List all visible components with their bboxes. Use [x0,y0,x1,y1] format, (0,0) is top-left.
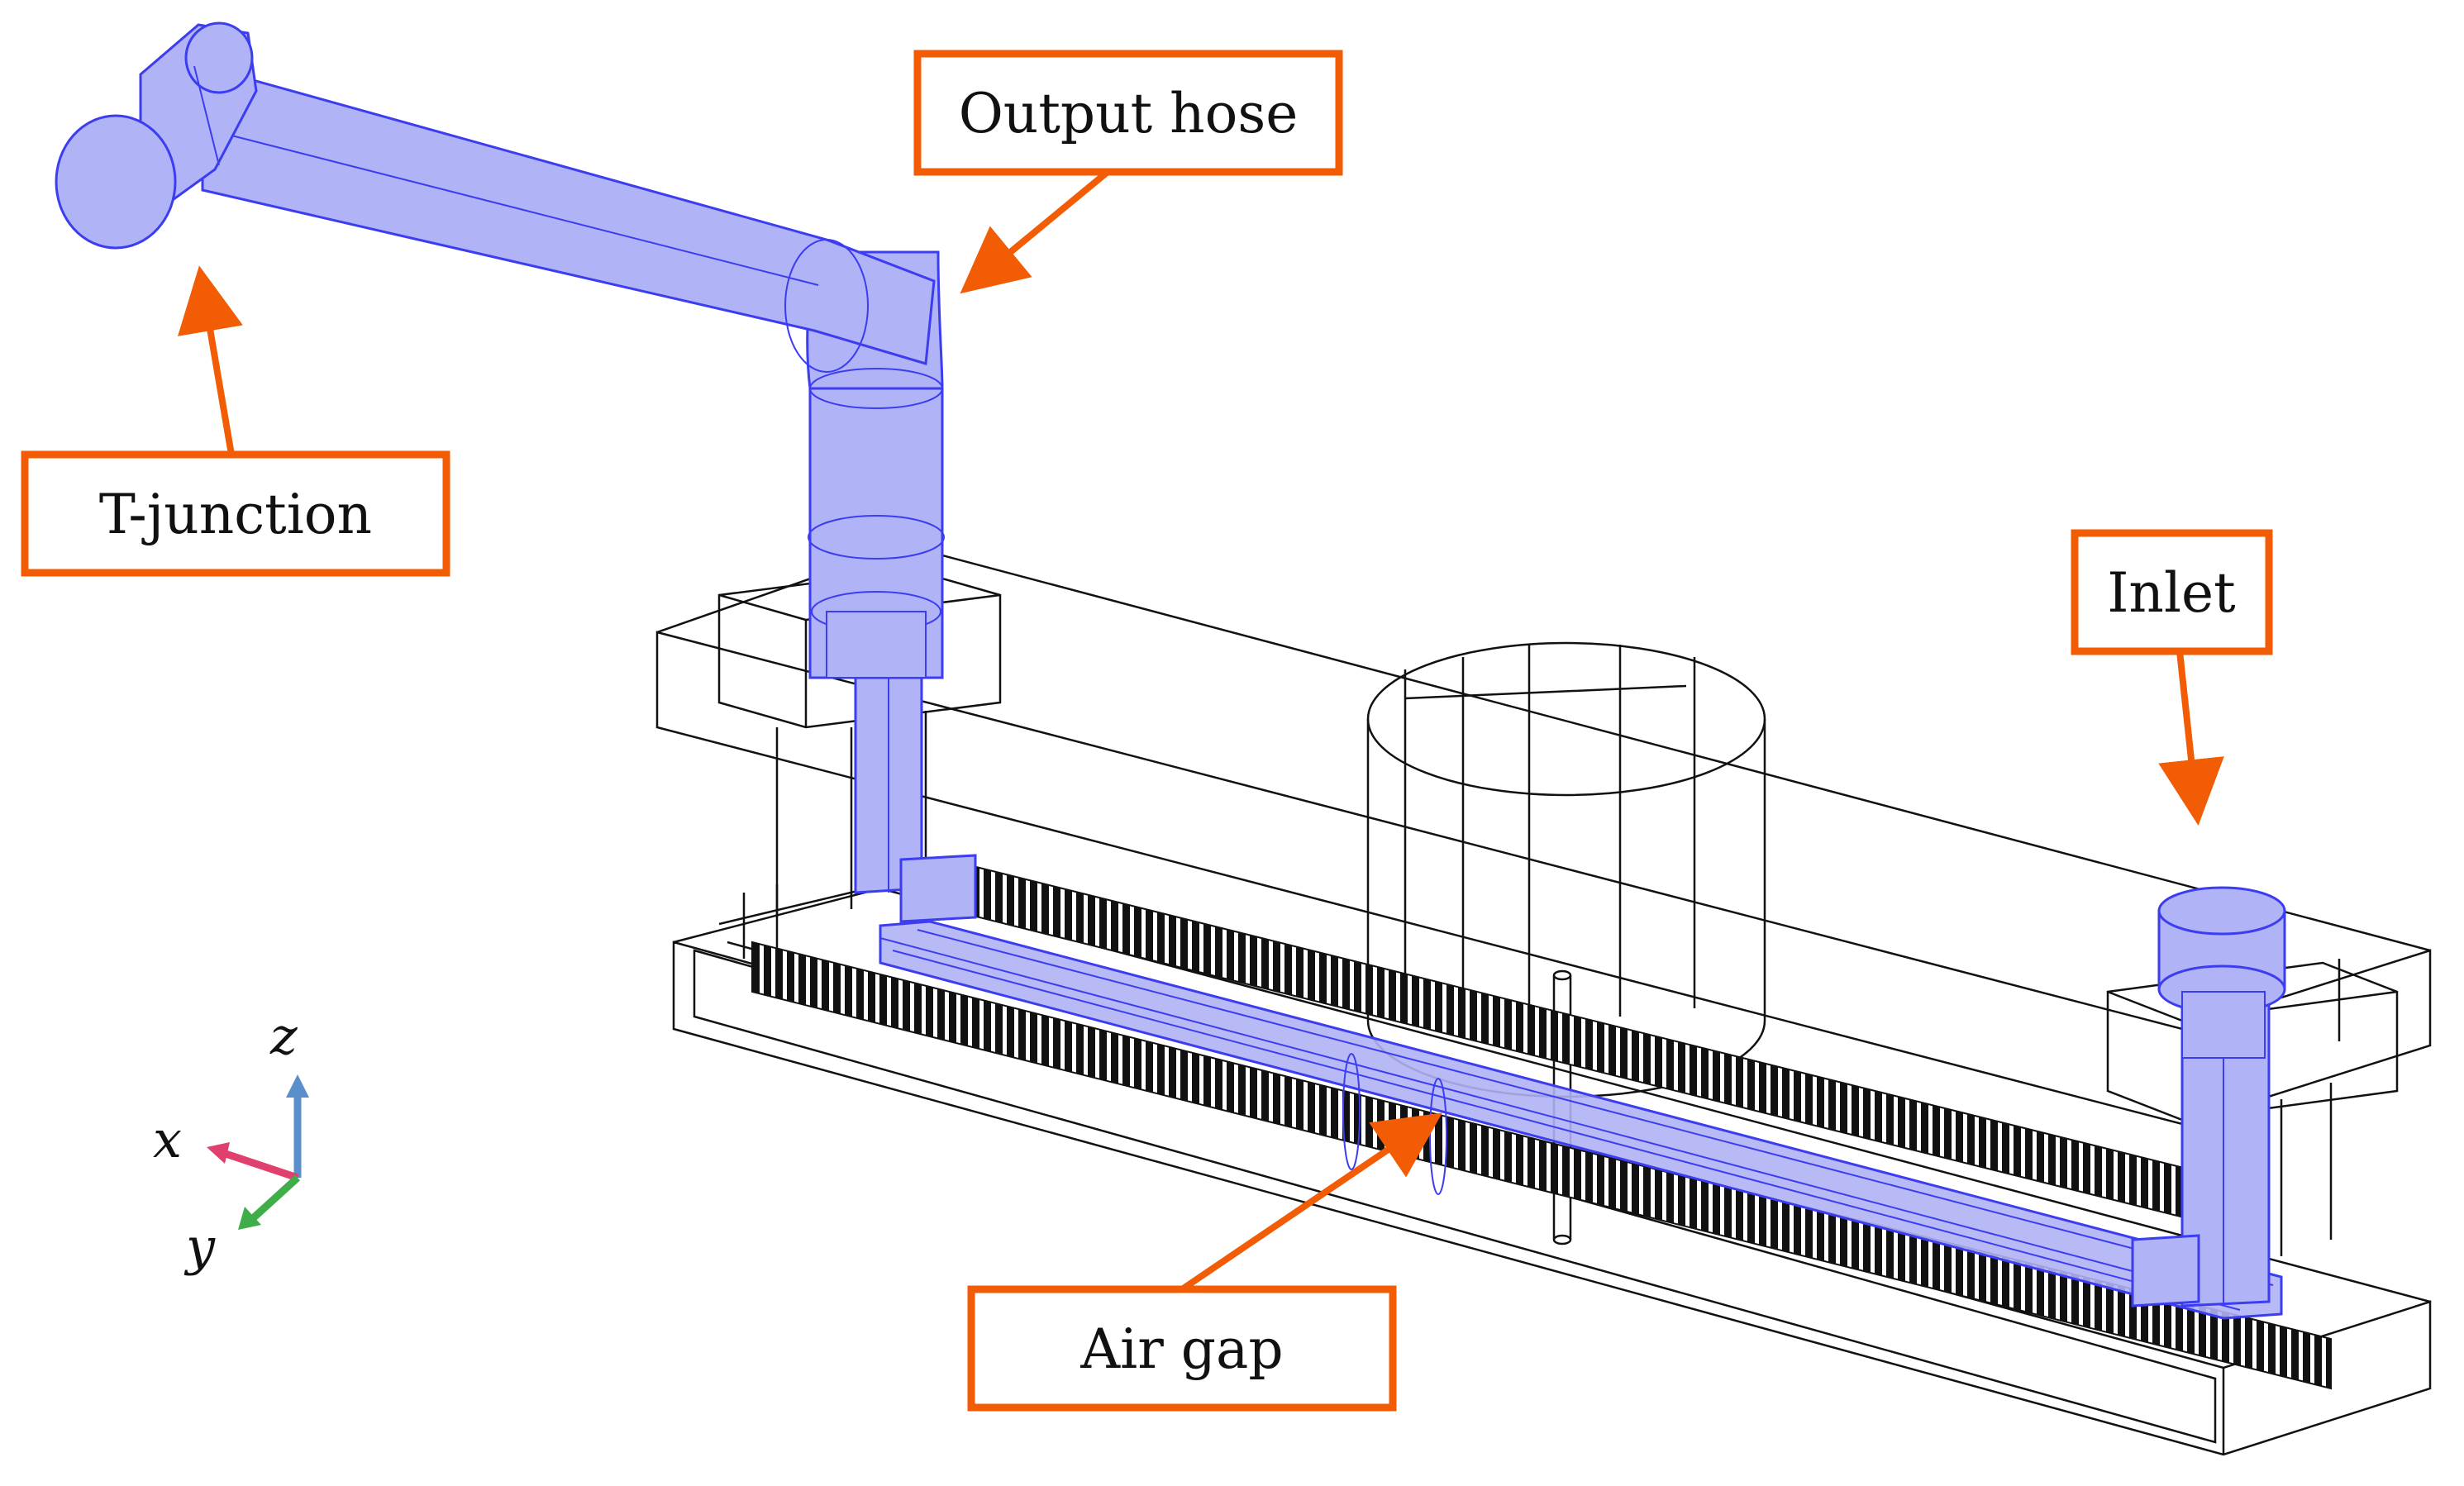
output-hose-arrow [960,169,1110,294]
air-gap-label: Air gap [1079,1317,1283,1381]
callout-t-junction: T-junction [21,265,450,577]
t-junction-label: T-junction [99,483,372,546]
x-axis-label: x [153,1109,182,1169]
z-axis-label: z [269,1006,298,1066]
air-gap-channel [879,920,2283,1320]
t-junction-arrow [177,265,243,455]
callout-output-hose: Output hose [913,50,1343,294]
air-gap-arrow [1180,1112,1442,1293]
inlet-arrow [2158,650,2224,826]
fluid-domain [55,21,2286,1320]
x-axis-arrow [222,1149,299,1182]
y-axis-arrow [249,1174,301,1222]
axis-triad: z x y [153,1006,309,1277]
callout-air-gap: Air gap [967,1112,1442,1412]
output-hose-label: Output hose [959,82,1299,145]
y-axis-label: y [183,1217,216,1277]
callout-inlet: Inlet [2071,529,2273,826]
output-hose-horizontal [201,64,936,365]
inlet-label: Inlet [2107,561,2235,625]
